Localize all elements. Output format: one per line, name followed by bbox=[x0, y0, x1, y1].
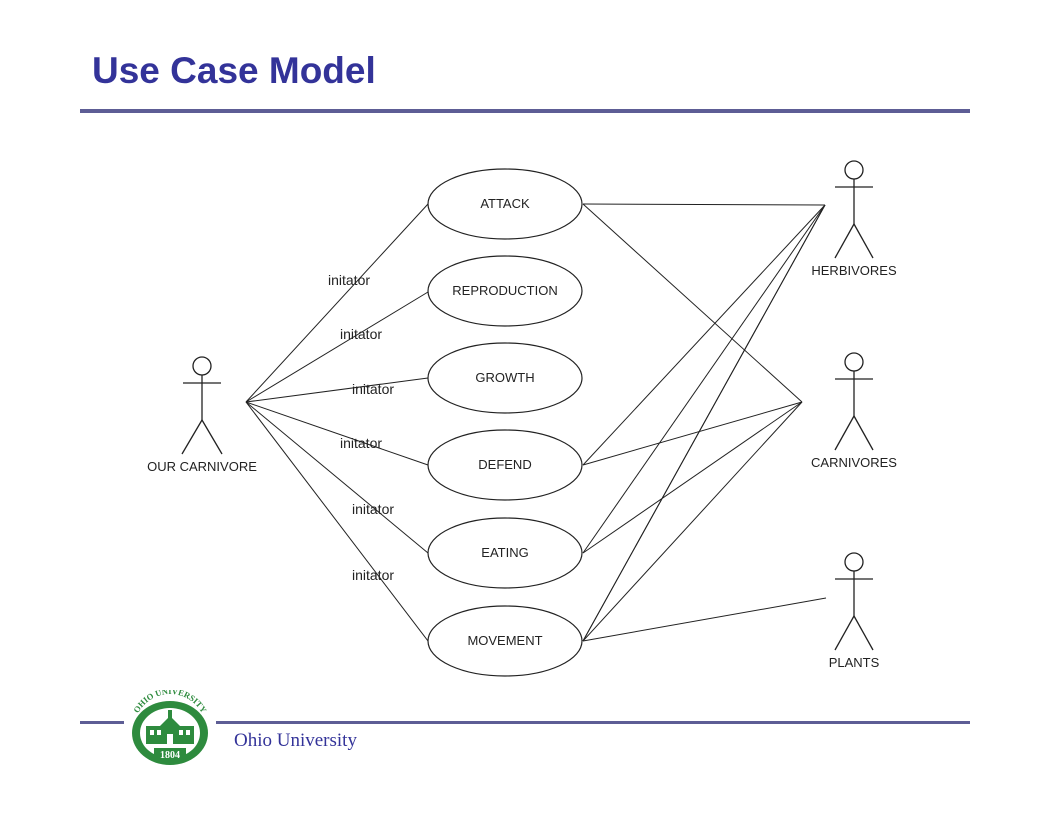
actor-our-carnivore bbox=[181, 356, 223, 455]
association-line bbox=[582, 401, 803, 642]
actor-label: OUR CARNIVORE bbox=[147, 459, 257, 474]
use-case-label: ATTACK bbox=[480, 196, 530, 211]
initiator-label: initator bbox=[352, 501, 394, 517]
use-case-label: EATING bbox=[481, 545, 528, 560]
association-line bbox=[245, 401, 429, 554]
initiator-label: initator bbox=[328, 272, 370, 288]
use-case-growth: GROWTH bbox=[427, 342, 583, 414]
association-line bbox=[582, 204, 826, 642]
association-line bbox=[245, 291, 429, 403]
use-case-label: DEFEND bbox=[478, 457, 531, 472]
slide-title: Use Case Model bbox=[92, 50, 376, 91]
use-case-eating: EATING bbox=[427, 517, 583, 589]
initiator-label: initator bbox=[340, 326, 382, 342]
seal-year: 1804 bbox=[160, 750, 180, 761]
association-line bbox=[582, 204, 826, 554]
actor-label: PLANTS bbox=[829, 655, 880, 670]
association-line bbox=[582, 597, 827, 642]
actor-herbivores bbox=[834, 160, 874, 259]
use-case-label: MOVEMENT bbox=[467, 633, 542, 648]
initiator-label: initator bbox=[352, 567, 394, 583]
actor-carnivores bbox=[834, 352, 874, 451]
footer-rule bbox=[80, 721, 124, 724]
associations bbox=[245, 203, 827, 642]
footer-rule bbox=[216, 721, 970, 724]
association-line bbox=[245, 203, 429, 403]
association-line bbox=[582, 401, 803, 466]
association-line bbox=[245, 401, 429, 642]
use-case-attack: ATTACK bbox=[427, 168, 583, 240]
association-line bbox=[582, 401, 803, 554]
initiator-label: initator bbox=[352, 381, 394, 397]
use-case-reproduction: REPRODUCTION bbox=[427, 255, 583, 327]
association-line bbox=[582, 203, 826, 206]
actor-plants bbox=[834, 552, 874, 651]
use-case-movement: MOVEMENT bbox=[427, 605, 583, 677]
association-line bbox=[582, 204, 826, 466]
ohio-university-seal: OHIO UNIVERSITY 1804 bbox=[131, 690, 209, 765]
association-line bbox=[245, 377, 429, 403]
use-case-label: GROWTH bbox=[475, 370, 534, 385]
title-rule bbox=[80, 109, 970, 113]
actor-label: CARNIVORES bbox=[811, 455, 897, 470]
association-line bbox=[245, 401, 429, 466]
footer-institution: Ohio University bbox=[234, 730, 357, 751]
actor-label: HERBIVORES bbox=[811, 263, 897, 278]
association-line bbox=[582, 203, 803, 403]
use-case-label: REPRODUCTION bbox=[452, 283, 557, 298]
use-case-defend: DEFEND bbox=[427, 429, 583, 501]
initiator-label: initator bbox=[340, 435, 382, 451]
